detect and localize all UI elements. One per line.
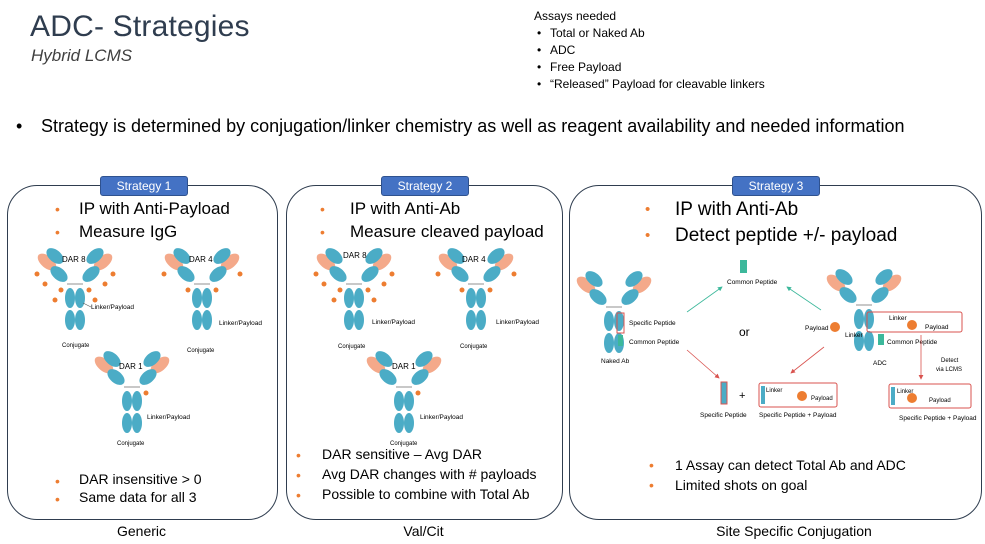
dar1-antibody-icon <box>91 347 173 434</box>
strategy-1-bullet-1: IP with Anti-Payload <box>79 199 230 218</box>
bullet-dot: • <box>320 224 325 240</box>
common-peptide-label: Common Peptide <box>887 339 938 346</box>
linker-label: Linker <box>897 389 913 395</box>
linker-label: Linker <box>766 388 782 394</box>
bullet-dot: • <box>320 201 325 217</box>
bullet-dot: • <box>55 491 60 507</box>
linker-payload-label: Linker/Payload <box>496 319 539 326</box>
strategy-1-antibody-diagram: DAR 8 Linker/Payload Conjugate DAR 4 Lin… <box>34 245 262 447</box>
common-peptide-icon <box>740 260 747 273</box>
assay-item: ADC <box>537 42 765 59</box>
conjugate-label: Conjugate <box>338 344 366 350</box>
dar8-antibody-icon <box>313 245 395 331</box>
conjugate-label: Conjugate <box>62 343 90 349</box>
strategy-3-content: • IP with Anti-Ab • Detect peptide +/- p… <box>569 185 980 518</box>
specific-peptide-icon <box>720 381 728 405</box>
bullet-dot: • <box>55 224 60 240</box>
payload-label: Payload <box>925 324 949 331</box>
dar4-label: DAR 4 <box>189 255 213 264</box>
strategy-2-content: • IP with Anti-Ab • Measure cleaved payl… <box>286 185 561 518</box>
bullet-dot: • <box>649 477 654 493</box>
strategy-3-note-2: Limited shots on goal <box>675 477 808 493</box>
strategy-1-note-2: Same data for all 3 <box>79 489 197 505</box>
linker-payload-label: Linker/Payload <box>91 304 134 311</box>
common-peptide-label: Common Peptide <box>629 339 680 346</box>
dar4-antibody-icon <box>161 245 243 331</box>
common-peptide-label: Common Peptide <box>727 279 778 286</box>
strategy-2-caption: Val/Cit <box>403 523 444 539</box>
dar1-label: DAR 1 <box>119 362 143 371</box>
strategy-2-note-2: Avg DAR changes with # payloads <box>322 466 537 482</box>
naked-ab-label: Naked Ab <box>601 358 630 365</box>
page-subtitle: Hybrid LCMS <box>31 46 133 65</box>
assays-heading: Assays needed <box>534 9 617 23</box>
linker-label: Linker <box>845 332 864 339</box>
assay-item: “Released” Payload for cleavable linkers <box>537 76 765 93</box>
strategy-3-note-1: 1 Assay can detect Total Ab and ADC <box>675 457 906 473</box>
conjugate-label: Conjugate <box>460 344 488 350</box>
bullet-dot: • <box>55 201 60 217</box>
strategy-3-panel <box>569 185 982 520</box>
dar1-label: DAR 1 <box>392 362 416 371</box>
strategy-1-content: • IP with Anti-Payload • Measure IgG DAR… <box>7 185 276 518</box>
strategy-3-bullet-1: IP with Anti-Ab <box>675 199 799 220</box>
linker-label: Linker <box>889 315 908 322</box>
linker-payload-label: Linker/Payload <box>219 320 262 327</box>
bullet-dot: • <box>55 473 60 489</box>
dar4-antibody-icon <box>435 245 517 331</box>
dar8-antibody-icon <box>34 245 116 331</box>
conjugate-label: Conjugate <box>187 348 215 354</box>
detect-label: Detect <box>941 358 959 364</box>
adc-label: ADC <box>873 360 887 367</box>
strategy-3-caption: Site Specific Conjugation <box>716 523 872 539</box>
strategy-3-badge: Strategy 3 <box>732 176 820 196</box>
plus-sign: + <box>739 390 745 402</box>
bullet-dot: • <box>296 467 301 483</box>
dar4-label: DAR 4 <box>462 255 486 264</box>
strategy-1-badge: Strategy 1 <box>100 176 188 196</box>
or-label: or <box>739 325 750 339</box>
conjugate-label: Conjugate <box>117 441 145 447</box>
conjugate-label: Conjugate <box>390 441 418 447</box>
dar8-label: DAR 8 <box>62 255 86 264</box>
bullet-dot: • <box>296 487 301 503</box>
page-title: ADC- Strategies <box>30 10 250 43</box>
specific-peptide-payload-label: Specific Peptide + Payload <box>899 415 977 422</box>
specific-peptide-payload-label: Specific Peptide + Payload <box>759 412 837 419</box>
strategy-3-site-specific-diagram: Specific Peptide Common Peptide Naked Ab… <box>573 260 977 422</box>
bullet-dot: • <box>645 227 651 244</box>
strategy-2-note-1: DAR sensitive – Avg DAR <box>322 446 483 462</box>
linker-payload-label: Linker/Payload <box>372 319 415 326</box>
strategy-1-bullet-2: Measure IgG <box>79 222 178 241</box>
payload-label: Payload <box>811 396 833 402</box>
strategy-2-bullet-1: IP with Anti-Ab <box>350 199 461 218</box>
bullet-dot: • <box>649 457 654 473</box>
specific-peptide-label: Specific Peptide <box>629 320 676 327</box>
assay-item: Free Payload <box>537 59 765 76</box>
strategy-3-bullet-2: Detect peptide +/- payload <box>675 225 898 246</box>
via-lcms-label: via LCMS <box>936 367 962 373</box>
bullet-dot: • <box>645 201 651 218</box>
assays-needed-list: Assays needed Total or Naked Ab ADC Free… <box>534 8 765 93</box>
strategy-2-antibody-diagram: DAR 8 Linker/Payload Conjugate DAR 4 Lin… <box>313 245 539 447</box>
strategy-1-caption: Generic <box>116 523 167 539</box>
payload-label: Payload <box>805 325 829 332</box>
strategy-2-note-3: Possible to combine with Total Ab <box>322 486 530 502</box>
linker-payload-label: Linker/Payload <box>420 414 463 421</box>
strategy-statement-text: Strategy is determined by conjugation/li… <box>41 116 905 136</box>
bullet-dot: • <box>16 116 23 136</box>
dar1-antibody-icon <box>363 347 445 434</box>
linker-payload-label: Linker/Payload <box>147 414 190 421</box>
strategy-2-badge: Strategy 2 <box>381 176 469 196</box>
specific-peptide-label: Specific Peptide <box>700 412 747 419</box>
bullet-dot: • <box>296 447 301 463</box>
assay-item: Total or Naked Ab <box>537 25 765 42</box>
strategy-1-note-1: DAR insensitive > 0 <box>79 471 202 487</box>
dar8-label: DAR 8 <box>343 251 367 260</box>
payload-label: Payload <box>929 398 951 404</box>
strategy-2-bullet-2: Measure cleaved payload <box>350 222 544 241</box>
